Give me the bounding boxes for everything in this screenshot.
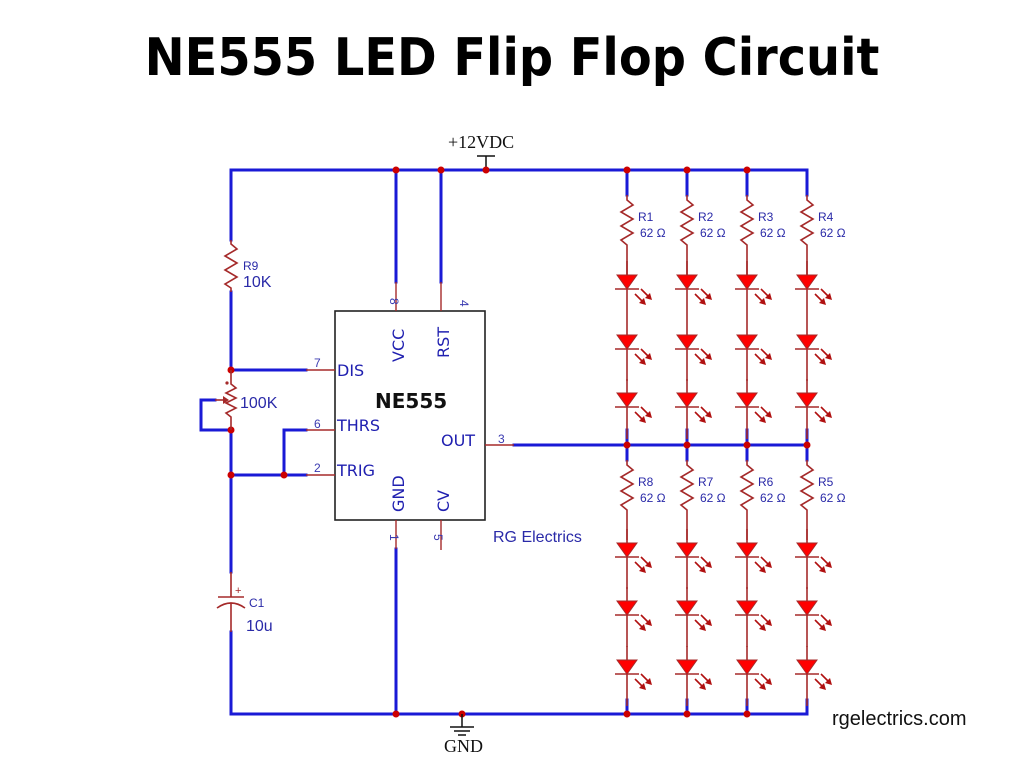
r9-value: 10K	[243, 274, 272, 291]
pin-number-7: 7	[314, 356, 321, 370]
r9-ref: R9	[243, 259, 259, 273]
c1-polarity: +	[235, 585, 241, 597]
led-top-1-b	[615, 321, 652, 381]
diagram-title: NE555 LED Flip Flop Circuit	[144, 28, 880, 88]
c1-value: 10u	[246, 618, 273, 635]
resistor-bottom-3-ref: R6	[758, 475, 774, 489]
led-columns: R1 62 Ω R8 62 Ω R2 62 Ω R7 62 Ω R3 62 Ω R6 62 Ω R4 62…	[615, 195, 846, 706]
led-top-3-c	[735, 379, 772, 439]
vcc-rail	[229, 168, 809, 242]
watermark: rgelectrics.com	[832, 708, 966, 730]
junctions	[227, 166, 811, 718]
pin-label-out: OUT	[441, 431, 475, 450]
resistor-bottom-1: R8 62 Ω	[619, 460, 666, 540]
resistor-top-1-ref: R1	[638, 210, 654, 224]
led-bottom-3-c	[735, 646, 772, 706]
pin-number-6: 6	[314, 417, 321, 431]
led-bottom-4-a	[795, 529, 832, 589]
resistor-bottom-2: R7 62 Ω	[679, 460, 726, 540]
led-bottom-3-b	[735, 587, 772, 647]
wire-thrs	[282, 428, 308, 477]
pin-label-dis: DIS	[337, 361, 364, 380]
resistor-r9: R9 10K	[223, 240, 272, 292]
capacitor-c1: + C1 10u	[216, 572, 273, 635]
ne555-ic: 8 4 7 6 2 3 1 5 VCC RST DIS THRS TRIG OU…	[306, 282, 514, 550]
resistor-top-3: R3 62 Ω	[739, 195, 786, 275]
led-bottom-4-b	[795, 587, 832, 647]
supply-label: +12VDC	[448, 132, 514, 152]
pin-number-5: 5	[431, 534, 445, 541]
pin-label-trig: TRIG	[336, 461, 375, 480]
resistor-bottom-1-value: 62 Ω	[640, 491, 666, 505]
pin-label-rst: RST	[434, 327, 453, 358]
resistor-top-4: R4 62 Ω	[799, 195, 846, 275]
resistor-bottom-4-ref: R5	[818, 475, 834, 489]
led-bottom-1-b	[615, 587, 652, 647]
resistor-top-3-value: 62 Ω	[760, 226, 786, 240]
pin-label-cv: CV	[434, 490, 453, 512]
resistor-top-1: R1 62 Ω	[619, 195, 666, 275]
led-bottom-2-b	[675, 587, 712, 647]
c1-ref: C1	[249, 596, 265, 610]
resistor-top-2: R2 62 Ω	[679, 195, 726, 275]
led-bottom-4-c	[795, 646, 832, 706]
led-bottom-1-c	[615, 646, 652, 706]
pin-label-gnd: GND	[389, 475, 408, 512]
ic-name: NE555	[375, 389, 447, 413]
pin-number-8: 8	[387, 298, 401, 305]
resistor-top-2-ref: R2	[698, 210, 714, 224]
led-bottom-3-a	[735, 529, 772, 589]
pin-label-thrs: THRS	[336, 416, 380, 435]
brand-label: RG Electrics	[493, 529, 582, 546]
pin-number-3: 3	[498, 432, 505, 446]
resistor-bottom-4: R5 62 Ω	[799, 460, 846, 540]
pin-number-4: 4	[457, 300, 471, 307]
pin-number-2: 2	[314, 461, 321, 475]
pin-label-vcc: VCC	[389, 329, 408, 362]
resistor-top-3-ref: R3	[758, 210, 774, 224]
ground-label: GND	[444, 736, 483, 756]
led-top-4-a	[795, 261, 832, 321]
led-top-1-c	[615, 379, 652, 439]
resistor-bottom-1-ref: R8	[638, 475, 654, 489]
led-top-3-a	[735, 261, 772, 321]
resistor-top-1-value: 62 Ω	[640, 226, 666, 240]
resistor-top-4-value: 62 Ω	[820, 226, 846, 240]
led-top-2-b	[675, 321, 712, 381]
led-bottom-2-c	[675, 646, 712, 706]
resistor-bottom-3: R6 62 Ω	[739, 460, 786, 540]
resistor-bottom-4-value: 62 Ω	[820, 491, 846, 505]
resistor-top-2-value: 62 Ω	[700, 226, 726, 240]
led-top-1-a	[615, 261, 652, 321]
led-bottom-1-a	[615, 529, 652, 589]
resistor-bottom-2-value: 62 Ω	[700, 491, 726, 505]
led-top-4-c	[795, 379, 832, 439]
ic-body	[334, 310, 486, 521]
led-top-2-a	[675, 261, 712, 321]
resistor-bottom-2-ref: R7	[698, 475, 714, 489]
led-top-2-c	[675, 379, 712, 439]
gnd-rail	[229, 630, 809, 716]
pot-value: 100K	[240, 395, 278, 412]
led-top-4-b	[795, 321, 832, 381]
resistor-bottom-3-value: 62 Ω	[760, 491, 786, 505]
led-top-3-b	[735, 321, 772, 381]
ground-symbol	[450, 714, 474, 736]
pin-number-1: 1	[387, 534, 401, 541]
led-bottom-2-a	[675, 529, 712, 589]
potentiometer: 100K	[215, 370, 278, 430]
resistor-top-4-ref: R4	[818, 210, 834, 224]
